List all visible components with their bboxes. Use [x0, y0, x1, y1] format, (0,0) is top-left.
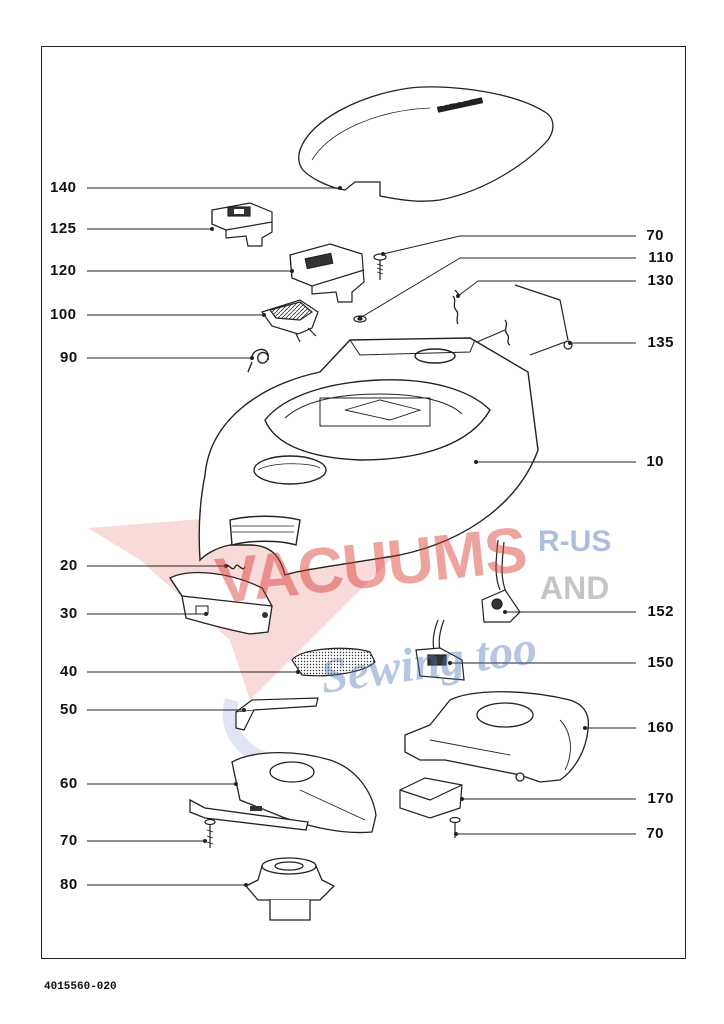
part-50-seal	[235, 697, 319, 731]
callout-160: 160	[647, 719, 674, 736]
diagram-frame	[41, 46, 686, 959]
part-80-hose-connector	[244, 857, 336, 921]
callout-90: 90	[60, 349, 78, 366]
part-40-filter	[291, 647, 376, 677]
callout-100: 100	[50, 306, 77, 323]
callout-130: 130	[647, 272, 674, 289]
leader-lines	[87, 186, 636, 887]
callout-70-top: 70	[646, 227, 664, 244]
callout-152: 152	[647, 603, 674, 620]
part-135-wire-clip	[514, 284, 573, 356]
part-125-button-housing	[211, 202, 273, 247]
part-70-screw-top	[373, 253, 387, 280]
part-10-main-body	[198, 337, 539, 576]
callout-150: 150	[647, 654, 674, 671]
callout-110: 110	[648, 249, 674, 266]
callout-125: 125	[50, 220, 77, 237]
callout-170: 170	[647, 790, 674, 807]
document-number: 4015560-020	[44, 981, 117, 993]
callout-70-left: 70	[60, 832, 78, 849]
callout-20: 20	[60, 557, 78, 574]
callout-60: 60	[60, 775, 78, 792]
part-30-latch-cover	[169, 571, 273, 635]
callout-40: 40	[60, 663, 78, 680]
part-70-screw-left	[204, 818, 216, 848]
callout-135: 135	[647, 334, 674, 351]
part-152-cord-connector	[481, 539, 521, 623]
callout-120: 120	[50, 262, 77, 279]
part-100-pedal	[261, 299, 319, 343]
callout-10: 10	[646, 453, 664, 470]
part-170-cover	[399, 777, 463, 819]
watermark-and: AND	[540, 570, 610, 606]
watermark-r-us: R-US	[538, 525, 612, 558]
part-90-spring	[247, 348, 269, 373]
part-150-cord-connector	[415, 619, 465, 681]
callout-80: 80	[60, 876, 78, 893]
callout-50: 50	[60, 701, 78, 718]
part-160-base	[404, 691, 590, 783]
part-140-lid	[298, 86, 554, 202]
part-120-switch-housing	[289, 243, 365, 303]
callout-140: 140	[50, 179, 77, 196]
lid-brand-plate	[436, 97, 484, 113]
callout-70-bottom: 70	[646, 825, 664, 842]
part-130-spring	[452, 289, 511, 346]
callout-30: 30	[60, 605, 78, 622]
part-60-base	[189, 751, 377, 834]
